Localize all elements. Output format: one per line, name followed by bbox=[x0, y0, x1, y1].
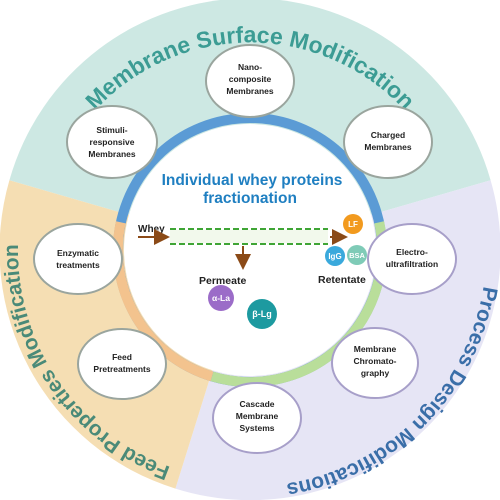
node-enzymatic: Enzymatic treatments bbox=[33, 223, 123, 295]
protein-a-la bbox=[208, 285, 234, 311]
svg-text:graphy: graphy bbox=[361, 368, 390, 378]
membrane-channel bbox=[170, 230, 328, 243]
node-nanocomposite: Nano- composite Membranes bbox=[205, 44, 295, 118]
protein-bsa-label: BSA bbox=[349, 251, 365, 260]
svg-text:Electro-: Electro- bbox=[396, 247, 428, 257]
svg-text:Stimuli-: Stimuli- bbox=[96, 125, 127, 135]
whey-label: Whey bbox=[138, 224, 165, 235]
svg-text:composite: composite bbox=[229, 74, 272, 84]
protein-a-la-label: α-La bbox=[212, 293, 230, 303]
svg-text:Membranes: Membranes bbox=[226, 86, 274, 96]
svg-text:Membranes: Membranes bbox=[364, 142, 412, 152]
node-electro-ultrafiltration: Electro- ultrafiltration bbox=[367, 223, 457, 295]
permeate-label: Permeate bbox=[199, 275, 246, 287]
svg-text:ultrafiltration: ultrafiltration bbox=[386, 259, 438, 269]
svg-text:Membrane: Membrane bbox=[236, 411, 279, 421]
protein-igg-label: IgG bbox=[328, 252, 341, 261]
center-title-line-1: Individual whey proteins bbox=[162, 172, 343, 189]
node-cascade-membrane: Cascade Membrane Systems bbox=[212, 382, 302, 454]
protein-b-lg bbox=[247, 299, 277, 329]
protein-igg bbox=[325, 246, 345, 266]
svg-text:Enzymatic: Enzymatic bbox=[57, 248, 99, 258]
svg-text:Charged: Charged bbox=[371, 130, 405, 140]
node-membrane-chromatography: Membrane Chromato- graphy bbox=[331, 327, 419, 399]
protein-bsa bbox=[347, 245, 367, 265]
svg-text:Membrane: Membrane bbox=[354, 344, 397, 354]
svg-text:Pretreatments: Pretreatments bbox=[93, 364, 150, 374]
svg-text:Cascade: Cascade bbox=[240, 399, 275, 409]
svg-text:Membranes: Membranes bbox=[88, 149, 136, 159]
svg-text:treatments: treatments bbox=[56, 260, 100, 270]
svg-text:responsive: responsive bbox=[90, 137, 135, 147]
center-title-line-2: fractionation bbox=[203, 190, 297, 207]
retentate-label: Retentate bbox=[318, 274, 366, 286]
node-charged: Charged Membranes bbox=[343, 105, 433, 179]
node-stimuli-responsive: Stimuli- responsive Membranes bbox=[66, 105, 158, 179]
protein-lf-label: LF bbox=[348, 220, 358, 229]
svg-text:Nano-: Nano- bbox=[238, 62, 262, 72]
svg-text:Chromato-: Chromato- bbox=[354, 356, 397, 366]
svg-text:Feed: Feed bbox=[112, 352, 132, 362]
node-feed-pretreatments: Feed Pretreatments bbox=[77, 328, 167, 400]
svg-text:Systems: Systems bbox=[240, 423, 275, 433]
center-disc bbox=[124, 124, 376, 376]
protein-lf bbox=[343, 214, 363, 234]
protein-b-lg-label: β-Lg bbox=[252, 309, 272, 319]
